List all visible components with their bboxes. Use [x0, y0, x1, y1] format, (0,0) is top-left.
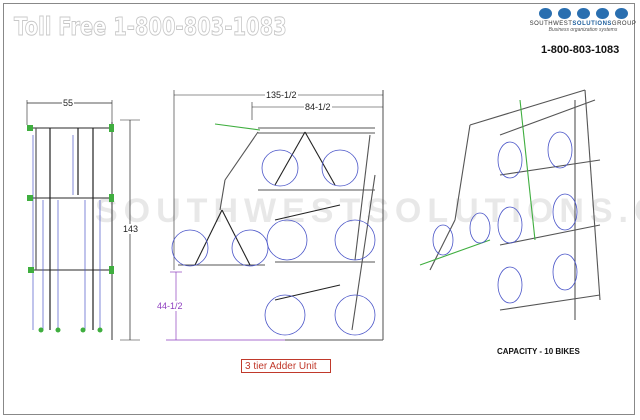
logo-tagline: Business organization systems: [548, 27, 618, 33]
unit-caption: 3 tier Adder Unit: [241, 359, 331, 373]
logo-brand: SOUTHWESTSOLUTIONSGROUP: [529, 21, 637, 27]
phone-number: 1-800-803-1083: [541, 44, 620, 56]
folder-icon: [557, 8, 571, 19]
computer-icon: [614, 8, 628, 19]
side-width-dim: 55: [62, 98, 75, 108]
company-logo[interactable]: SOUTHWESTSOLUTIONSGROUP Business organiz…: [528, 4, 638, 33]
rack-depth-dim: 84-1/2: [304, 102, 332, 112]
capacity-label: CAPACITY - 10 BIKES: [497, 347, 580, 356]
front-view: [166, 90, 384, 341]
shield-icon: [576, 8, 590, 19]
overall-depth-dim: 135-1/2: [265, 90, 298, 100]
box-icon: [595, 8, 609, 19]
lower-height-dim: 44-1/2: [156, 301, 184, 311]
drawing-frame: [3, 3, 635, 415]
office-icon: [538, 8, 552, 19]
side-height-dim: 143: [122, 224, 140, 234]
side-view: [26, 100, 140, 341]
iso-view: [419, 89, 601, 320]
logo-icons: [528, 8, 638, 19]
toll-free-banner: Toll Free 1-800-803-1083: [14, 12, 288, 42]
